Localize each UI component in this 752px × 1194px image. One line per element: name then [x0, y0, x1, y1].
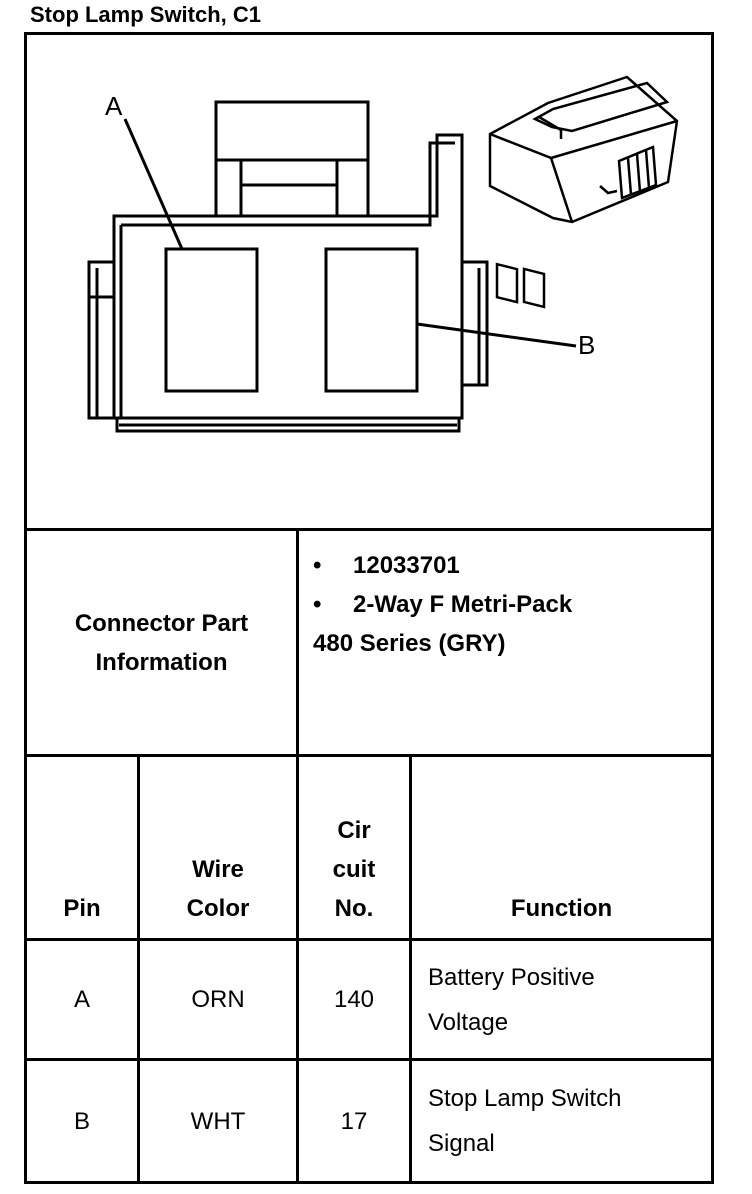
cavity-a: [164, 247, 259, 393]
divider: [409, 757, 412, 1181]
connector-type: • 2-Way F Metri-Pack: [313, 585, 711, 624]
connector-3d-view: [488, 75, 679, 309]
part-info-label-line1: Connector Part: [74, 609, 249, 637]
pin-cell: A: [73, 986, 90, 1013]
connector-series: 480 Series (GRY): [313, 630, 506, 657]
pin-cell: B: [73, 1107, 90, 1135]
table-row: A: [27, 941, 137, 1058]
header-circuit-text: Cir: [337, 817, 371, 844]
table-row: Stop Lamp Switch Signal: [412, 1061, 711, 1181]
divider: [296, 757, 299, 1181]
label-b: B: [578, 330, 595, 360]
circuit-cell: 140: [333, 986, 375, 1013]
header-wire-color-text: Wire: [192, 856, 244, 883]
page-title: Stop Lamp Switch, C1: [30, 2, 262, 27]
divider: [27, 754, 711, 757]
header-circuit-no: Cir cuit No.: [299, 757, 409, 938]
part-number-text: 12033701: [353, 552, 460, 579]
part-info-label: Connector Part Information: [27, 531, 296, 754]
cavity-b: [324, 247, 419, 393]
wire-color-cell: WHT: [190, 1107, 246, 1135]
header-circuit-text: cuit: [332, 856, 376, 883]
function-cell: Voltage: [428, 1008, 509, 1036]
header-function: Function: [412, 757, 711, 938]
connector-right-latch: [462, 260, 489, 387]
table-row: B: [27, 1061, 137, 1181]
divider: [27, 528, 711, 531]
divider: [137, 757, 140, 1181]
table-row: WHT: [140, 1061, 296, 1181]
bullet-icon: •: [313, 591, 322, 618]
table-row: 140: [299, 941, 409, 1058]
connector-table: A B Connector Part Information: [24, 32, 714, 1184]
divider: [27, 1058, 711, 1061]
part-info-values: • 12033701 • 2-Way F Metri-Pack 480 Series…: [299, 531, 711, 754]
header-pin: Pin: [27, 757, 137, 938]
header-function-text: Function: [510, 895, 613, 922]
header-wire-color-text: Color: [186, 895, 250, 922]
function-cell: Stop Lamp Switch: [428, 1085, 622, 1112]
table-row: Battery Positive Voltage: [412, 941, 711, 1058]
divider: [296, 531, 299, 754]
header-circuit-text: No.: [334, 895, 374, 922]
connector-diagram: A B: [87, 75, 679, 433]
table-row: ORN: [140, 941, 296, 1058]
header-wire-color: Wire Color: [140, 757, 296, 938]
connector-type-text: 2-Way F Metri-Pack: [353, 591, 573, 618]
header-pin-text: Pin: [63, 895, 101, 922]
circuit-cell: 17: [340, 1107, 368, 1135]
leader-a: [123, 118, 184, 250]
function-cell: Signal: [428, 1130, 495, 1157]
part-info-label-line2: Information: [95, 648, 228, 676]
leader-b: [416, 322, 577, 348]
table-row: 17: [299, 1061, 409, 1181]
connector-left-latch: [87, 260, 114, 420]
divider: [27, 938, 711, 941]
label-a: A: [105, 91, 123, 121]
function-cell: Battery Positive: [428, 963, 595, 991]
part-number: • 12033701: [313, 546, 711, 585]
bullet-icon: •: [313, 552, 322, 579]
wire-color-cell: ORN: [191, 986, 245, 1013]
